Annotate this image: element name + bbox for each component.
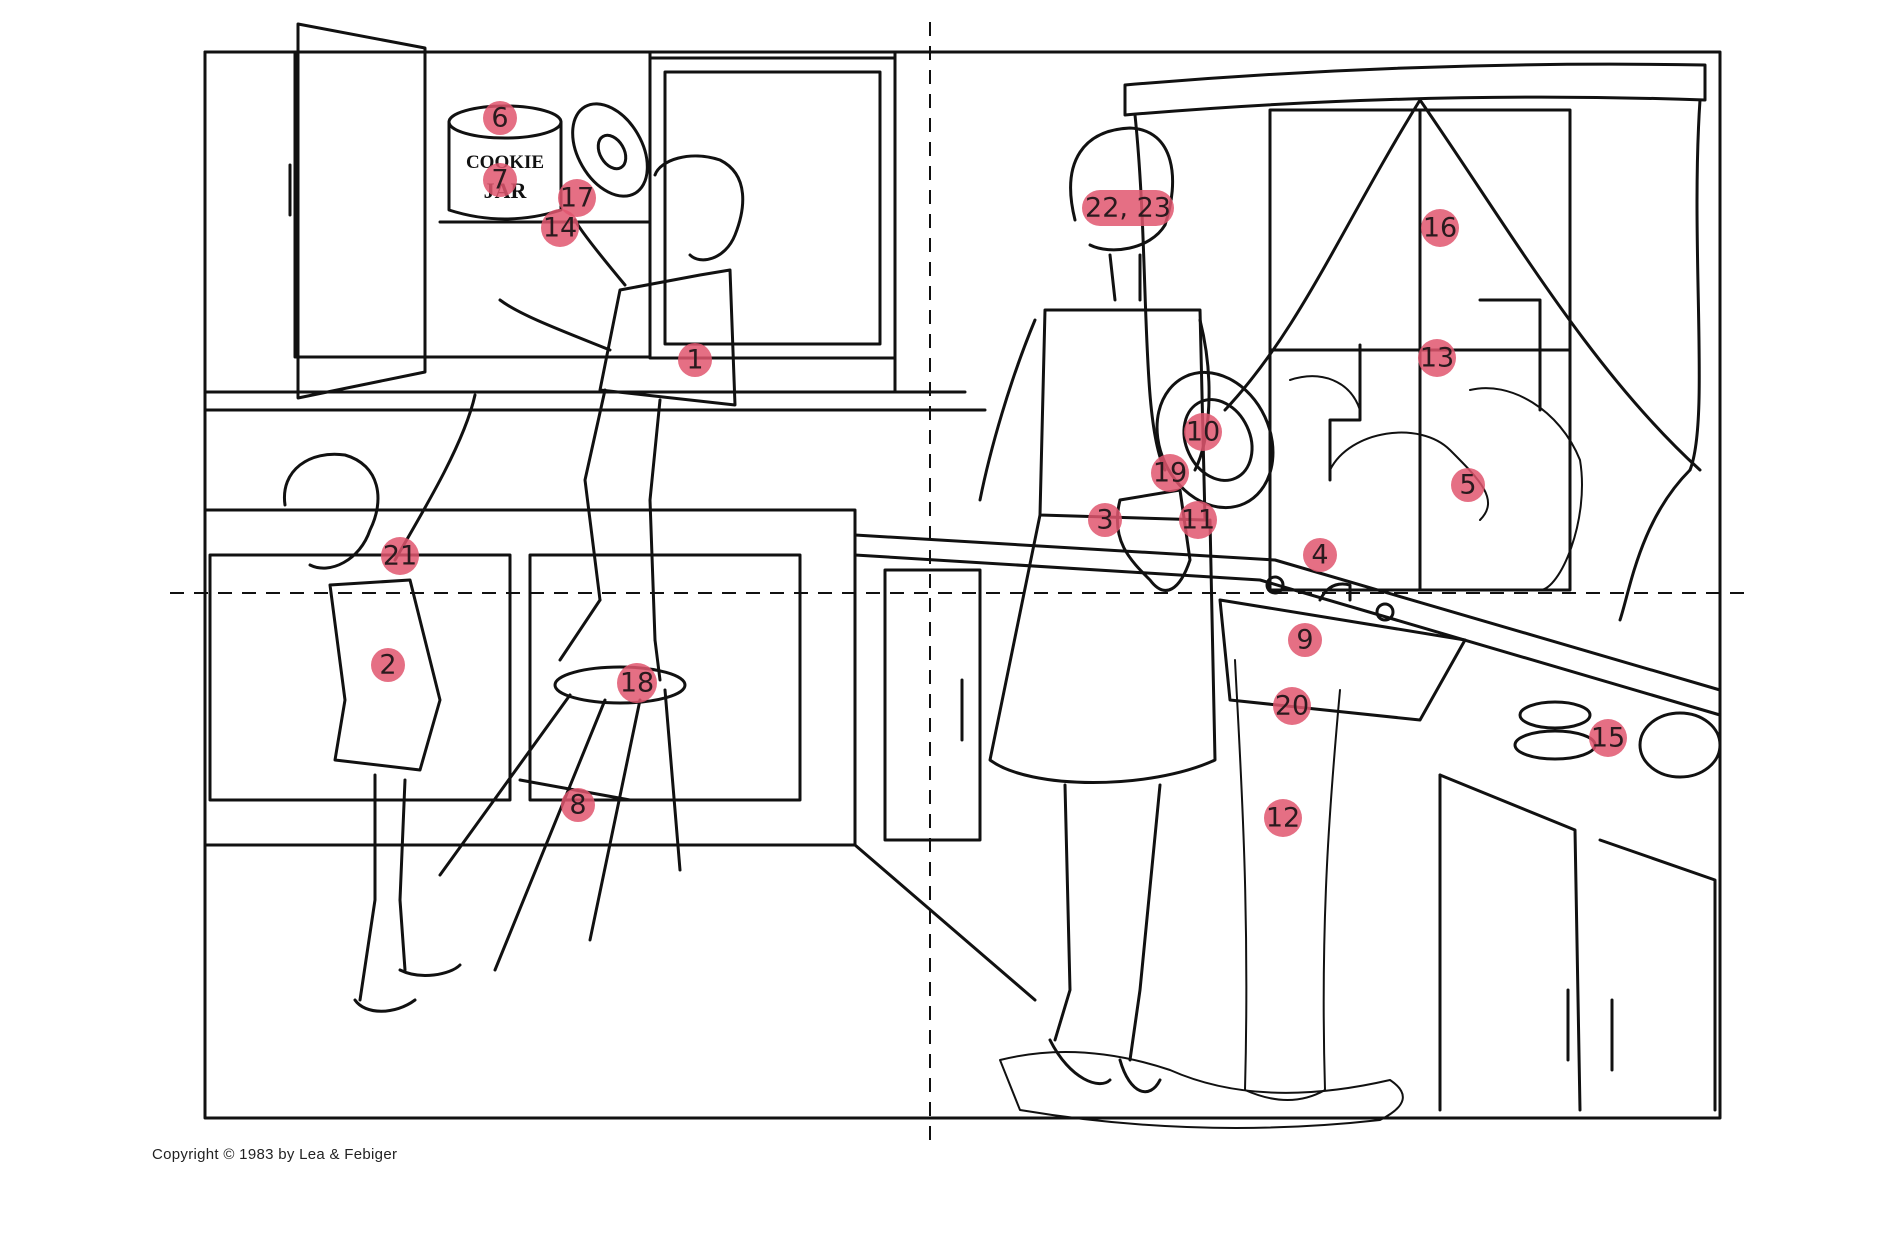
marker-11-label: 11	[1181, 505, 1215, 536]
marker-12-label: 12	[1266, 803, 1300, 834]
marker-7-dot	[483, 163, 517, 197]
upper-cabinets	[203, 50, 987, 412]
marker-8: 8	[561, 788, 595, 822]
marker-19-dot	[1151, 454, 1189, 492]
marker-group: 1 2 3 4 5 6 7 8	[371, 101, 1627, 837]
marker-18-label: 18	[620, 668, 654, 699]
marker-16-dot	[1421, 209, 1459, 247]
marker-1-dot	[678, 343, 712, 377]
marker-14-label: 14	[543, 213, 577, 244]
marker-9-label: 9	[1296, 625, 1313, 656]
marker-10: 10	[1184, 413, 1222, 451]
marker-11: 11	[1179, 501, 1217, 539]
marker-11-dot	[1179, 501, 1217, 539]
marker-3: 3	[1088, 503, 1122, 537]
marker-20-dot	[1273, 687, 1311, 725]
marker-2-dot	[371, 648, 405, 682]
marker-19-label: 19	[1153, 458, 1187, 489]
marker-22-23: 22, 23	[1082, 190, 1174, 226]
marker-13: 13	[1418, 339, 1456, 377]
marker-3-dot	[1088, 503, 1122, 537]
marker-12-dot	[1264, 799, 1302, 837]
copyright-notice: Copyright © 1983 by Lea & Febiger	[152, 1146, 398, 1163]
marker-15-dot	[1589, 719, 1627, 757]
marker-17-label: 17	[560, 183, 594, 214]
marker-17-dot	[558, 179, 596, 217]
marker-7-label: 7	[491, 165, 508, 196]
marker-1-label: 1	[686, 345, 703, 376]
marker-14: 14	[541, 209, 579, 247]
counter-and-cabinets-right	[853, 533, 1722, 1112]
mother-figure	[978, 126, 1217, 1093]
marker-4: 4	[1303, 538, 1337, 572]
marker-5: 5	[1451, 468, 1485, 502]
marker-22-23-label: 22, 23	[1085, 193, 1171, 224]
marker-22-23-pill	[1082, 190, 1174, 226]
marker-20-label: 20	[1275, 691, 1309, 722]
marker-7: 7	[483, 163, 517, 197]
marker-18: 18	[617, 663, 657, 703]
marker-21-dot	[381, 537, 419, 575]
marker-16: 16	[1421, 209, 1459, 247]
marker-17: 17	[558, 179, 596, 217]
marker-13-dot	[1418, 339, 1456, 377]
marker-6-label: 6	[491, 103, 508, 134]
outdoor-bushes	[1289, 375, 1583, 591]
marker-6-dot	[483, 101, 517, 135]
lower-cabinets-left	[203, 508, 857, 847]
marker-12: 12	[1264, 799, 1302, 837]
jar-label-top: COOKIE	[466, 152, 544, 173]
marker-8-label: 8	[569, 790, 586, 821]
marker-4-label: 4	[1311, 540, 1328, 571]
overflowing-water	[999, 659, 1404, 1129]
sink-faucet	[1265, 575, 1395, 622]
marker-14-dot	[541, 209, 579, 247]
marker-1: 1	[678, 343, 712, 377]
open-cabinet-door	[288, 22, 427, 400]
marker-2-label: 2	[379, 650, 396, 681]
marker-15: 15	[1589, 719, 1627, 757]
marker-10-dot	[1184, 413, 1222, 451]
marker-6: 6	[483, 101, 517, 135]
marker-13-label: 13	[1420, 343, 1454, 374]
marker-8-dot	[561, 788, 595, 822]
marker-18-dot	[617, 663, 657, 703]
tipping-stool	[438, 665, 687, 972]
marker-16-label: 16	[1423, 213, 1457, 244]
curtains	[1123, 62, 1707, 622]
marker-5-label: 5	[1459, 470, 1476, 501]
girl-figure	[282, 393, 477, 1013]
marker-21-label: 21	[383, 541, 417, 572]
jar-lid	[571, 102, 649, 198]
marker-2: 2	[371, 648, 405, 682]
marker-5-dot	[1451, 468, 1485, 502]
marker-4-dot	[1303, 538, 1337, 572]
marker-3-label: 3	[1096, 505, 1113, 536]
boy-figure	[498, 154, 745, 682]
marker-9: 9	[1288, 623, 1322, 657]
picture-frame	[203, 50, 1722, 1120]
marker-15-label: 15	[1591, 723, 1625, 754]
marker-9-dot	[1288, 623, 1322, 657]
marker-19: 19	[1151, 454, 1189, 492]
marker-20: 20	[1273, 687, 1311, 725]
marker-21: 21	[381, 537, 419, 575]
marker-10-label: 10	[1186, 417, 1220, 448]
